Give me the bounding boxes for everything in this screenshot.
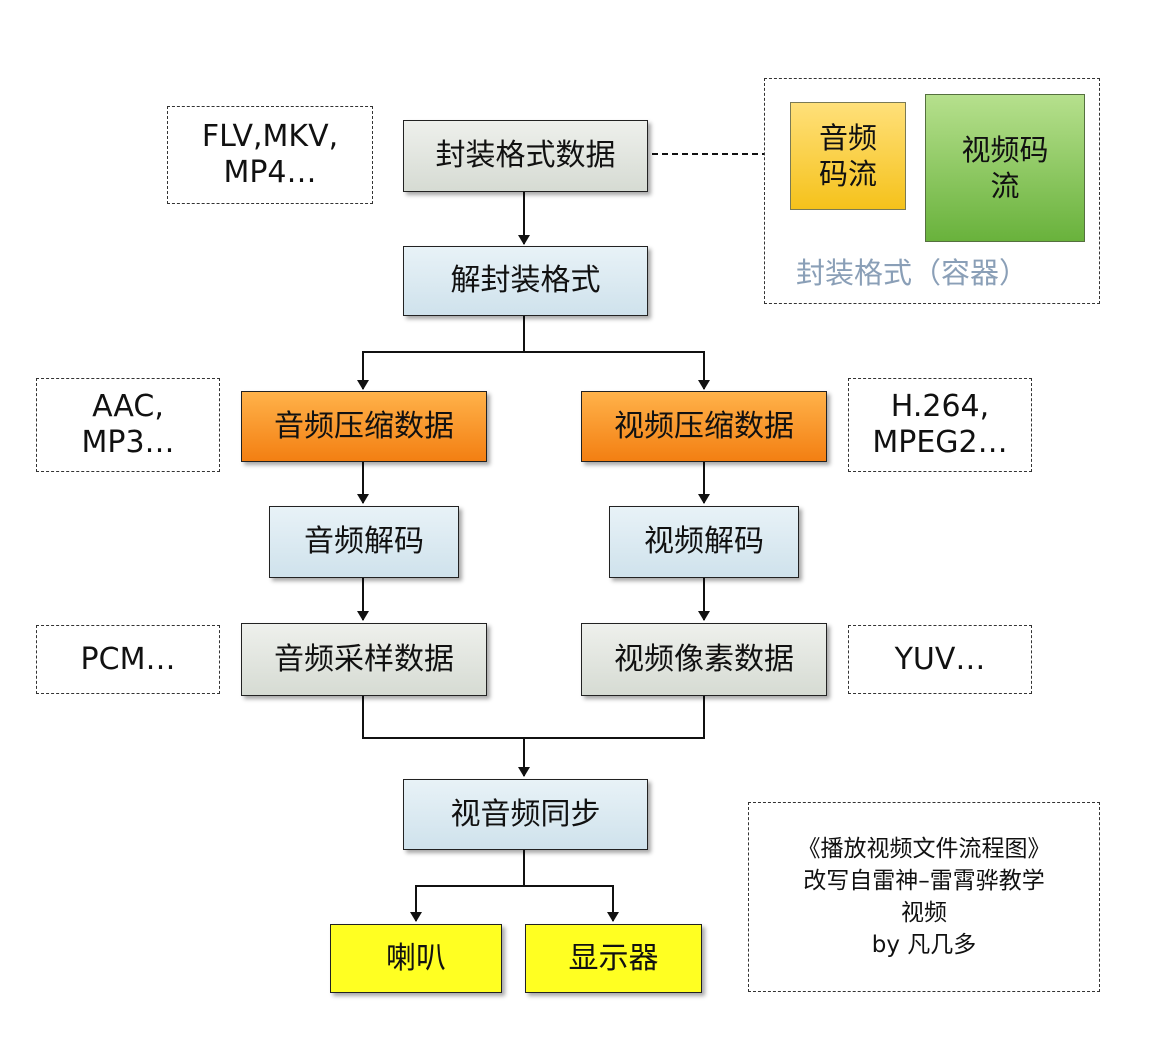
container-panel-label: 封装格式（容器） bbox=[796, 256, 1029, 290]
credit-note: 《播放视频文件流程图》 改写自雷神–雷霄骅教学 视频 by 凡几多 bbox=[748, 802, 1100, 992]
credit-author: by 凡几多 bbox=[871, 932, 977, 959]
credit-title: 《播放视频文件流程图》 bbox=[797, 835, 1051, 862]
speaker-label: 喇叭 bbox=[386, 940, 446, 976]
audio-raw-note: PCM… bbox=[36, 625, 220, 694]
audio-samples-node: 音频采样数据 bbox=[241, 623, 487, 696]
video-codecs-text: H.264, MPEG2… bbox=[872, 389, 1008, 460]
audio-compressed-node: 音频压缩数据 bbox=[241, 391, 487, 462]
display-node: 显示器 bbox=[525, 924, 702, 993]
container-formats-note: FLV,MKV, MP4… bbox=[167, 106, 373, 204]
speaker-node: 喇叭 bbox=[330, 924, 502, 993]
video-raw-note: YUV… bbox=[848, 625, 1032, 694]
video-compressed-label: 视频压缩数据 bbox=[614, 408, 794, 444]
display-label: 显示器 bbox=[568, 940, 659, 976]
audio-samples-label: 音频采样数据 bbox=[274, 641, 454, 677]
credit-source-cont: 视频 bbox=[901, 900, 947, 926]
split-sync-lines bbox=[415, 850, 525, 918]
audio-stream-box: 音频 码流 bbox=[790, 102, 906, 210]
video-pixels-label: 视频像素数据 bbox=[614, 641, 794, 677]
container-data-node: 封装格式数据 bbox=[403, 120, 648, 192]
credit-source: 改写自雷神–雷霄骅教学 bbox=[803, 867, 1045, 894]
audio-compressed-label: 音频压缩数据 bbox=[274, 408, 454, 444]
container-formats-text: FLV,MKV, MP4… bbox=[201, 119, 339, 190]
video-decode-node: 视频解码 bbox=[609, 506, 799, 578]
video-stream-box: 视频码 流 bbox=[925, 94, 1085, 242]
merge-to-sync-lines bbox=[362, 696, 705, 739]
video-compressed-node: 视频压缩数据 bbox=[581, 391, 827, 462]
video-stream-label: 视频码 流 bbox=[961, 132, 1049, 203]
video-codecs-note: H.264, MPEG2… bbox=[848, 378, 1032, 472]
container-data-label: 封装格式数据 bbox=[435, 138, 616, 174]
split-demux-lines bbox=[362, 316, 525, 386]
audio-codecs-note: AAC, MP3… bbox=[36, 378, 220, 472]
audio-decode-label: 音频解码 bbox=[304, 524, 424, 560]
audio-stream-label: 音频 码流 bbox=[818, 120, 877, 191]
video-raw-text: YUV… bbox=[894, 641, 986, 677]
demux-label: 解封装格式 bbox=[450, 263, 601, 299]
audio-codecs-text: AAC, MP3… bbox=[81, 389, 175, 460]
video-decode-label: 视频解码 bbox=[644, 524, 764, 560]
audio-decode-node: 音频解码 bbox=[269, 506, 459, 578]
av-sync-label: 视音频同步 bbox=[450, 796, 601, 832]
demux-node: 解封装格式 bbox=[403, 246, 648, 316]
video-pixels-node: 视频像素数据 bbox=[581, 623, 827, 696]
audio-raw-text: PCM… bbox=[80, 641, 176, 677]
av-sync-node: 视音频同步 bbox=[403, 779, 648, 850]
